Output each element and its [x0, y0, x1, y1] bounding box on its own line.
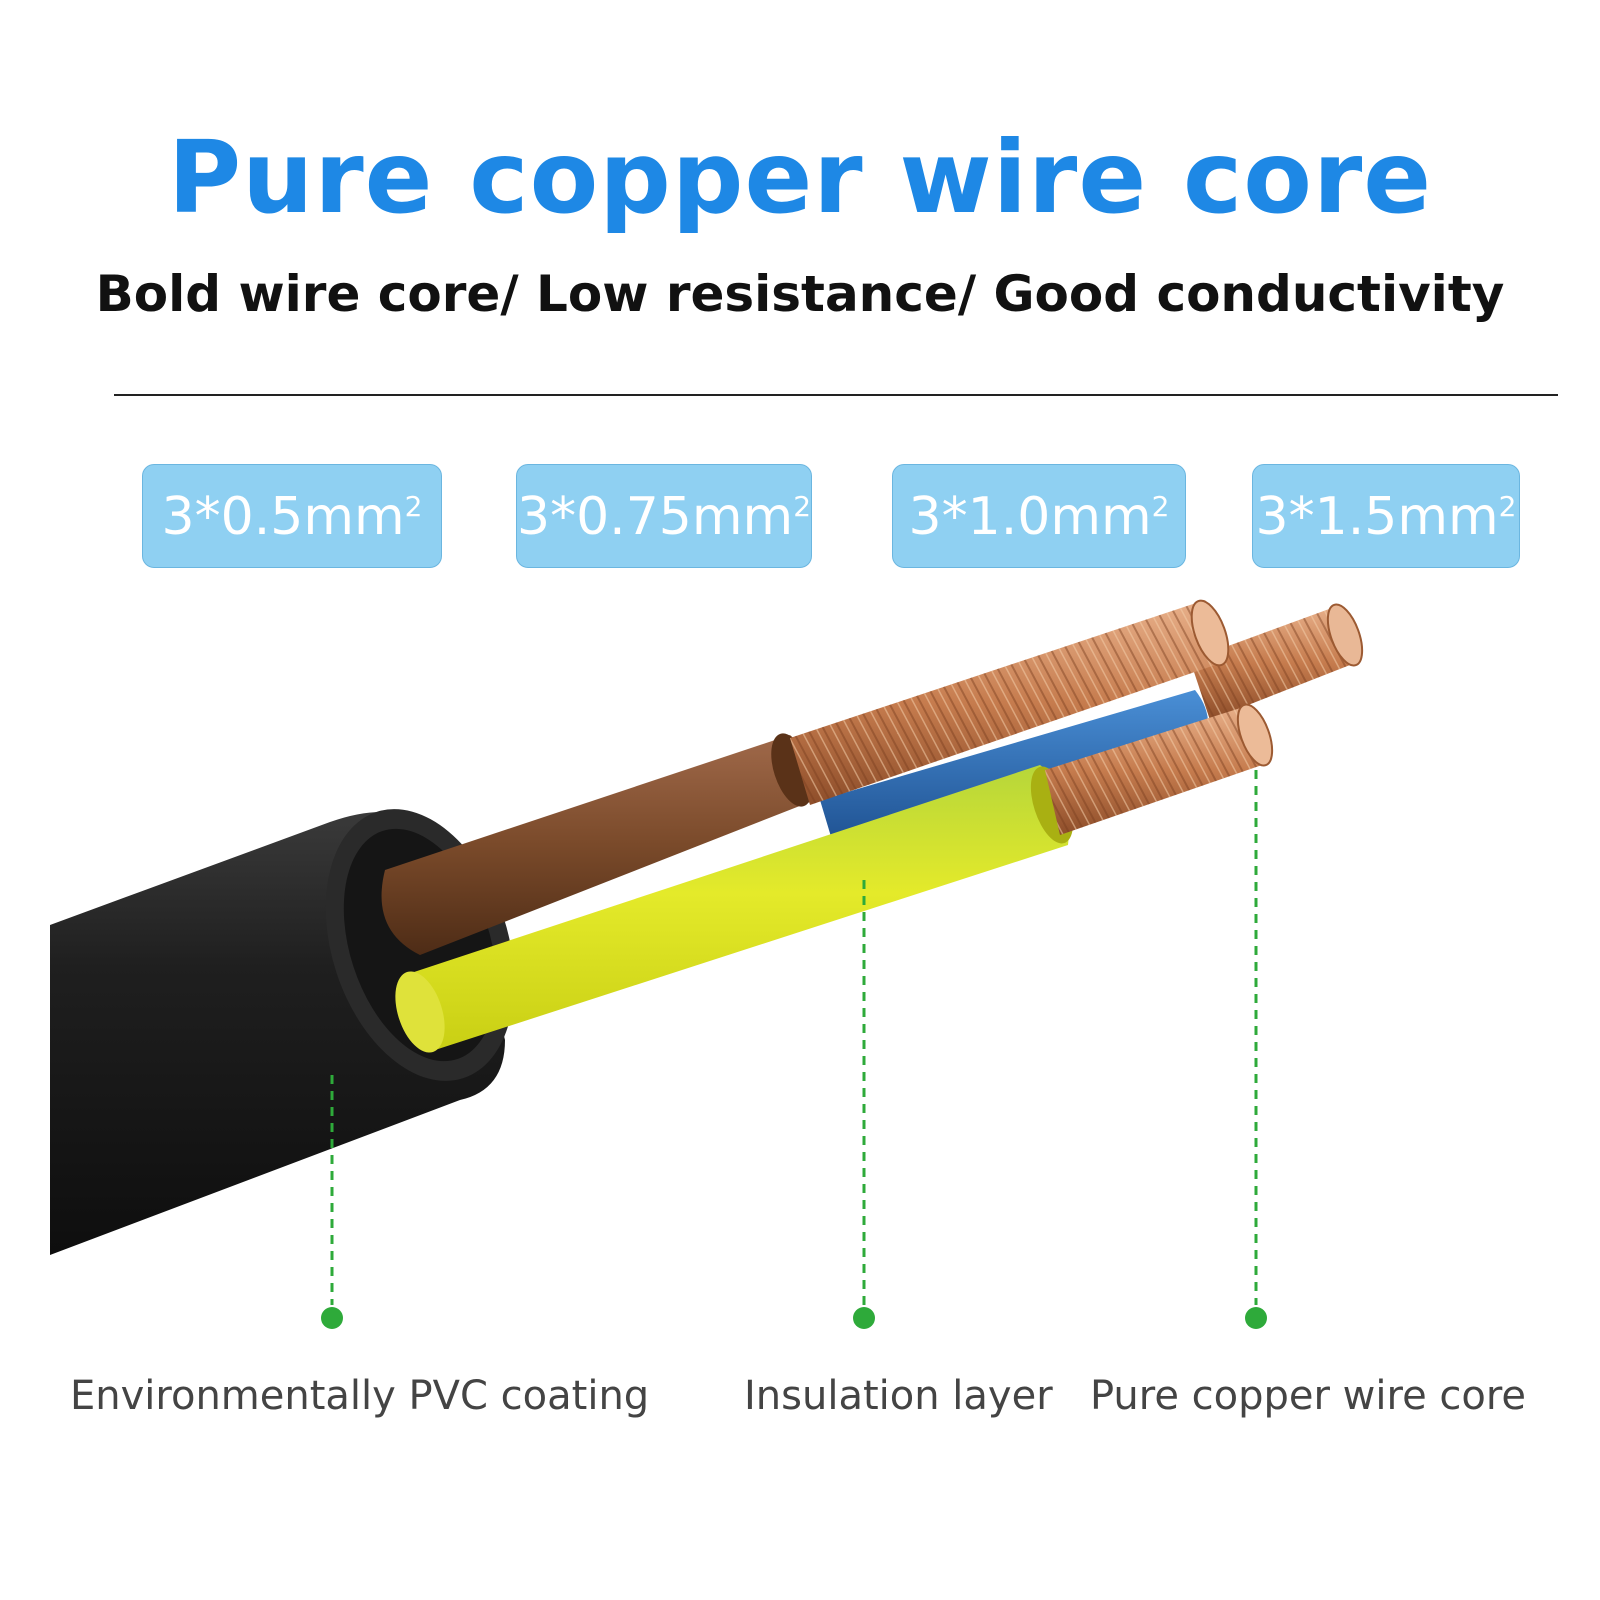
callout-copper-core: Pure copper wire core — [1090, 1373, 1527, 1419]
divider — [114, 394, 1558, 396]
callout-pvc-coating: Environmentally PVC coating — [70, 1373, 650, 1419]
callout-insulation-layer: Insulation layer — [744, 1373, 1053, 1419]
spec-badge-label: 3*1.0mm — [908, 487, 1152, 547]
spec-badge-0-5: 3*0.5mm2 — [142, 464, 442, 568]
spec-badge-exponent: 2 — [404, 490, 423, 523]
spec-badge-label: 3*0.5mm — [161, 487, 405, 547]
spec-badge-1-0: 3*1.0mm2 — [892, 464, 1186, 568]
leader-dot-insulation — [853, 1307, 875, 1329]
brown-core — [381, 735, 816, 955]
yellow-green-core — [403, 765, 1070, 1050]
spec-badge-label: 3*1.5mm — [1255, 487, 1499, 547]
page-subtitle: Bold wire core/ Low resistance/ Good con… — [95, 265, 1505, 323]
spec-badge-1-5: 3*1.5mm2 — [1252, 464, 1520, 568]
leader-dot-pvc — [321, 1307, 343, 1329]
spec-badge-exponent: 2 — [1151, 490, 1170, 523]
yellow-green-core-end — [395, 971, 445, 1053]
spec-badge-label: 3*0.75mm — [517, 487, 794, 547]
spec-badge-exponent: 2 — [1498, 490, 1517, 523]
cable-illustration — [50, 599, 1364, 1329]
spec-badge-0-75: 3*0.75mm2 — [516, 464, 812, 568]
spec-badge-exponent: 2 — [793, 490, 812, 523]
page-title: Pure copper wire core — [167, 119, 1433, 236]
leader-dot-copper — [1245, 1307, 1267, 1329]
